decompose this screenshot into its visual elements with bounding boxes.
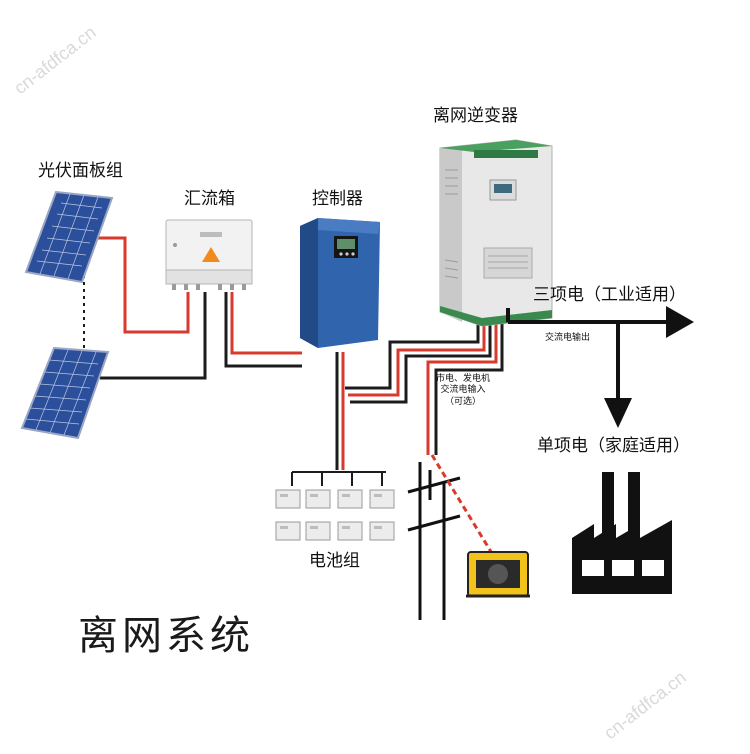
generator (466, 551, 530, 598)
label-controller: 控制器 (312, 189, 363, 209)
three-phase-arrow (506, 306, 694, 338)
controller-unit (300, 218, 380, 348)
solar-panel-1 (24, 190, 114, 284)
watermark-bottom: cn-afdfca.cn (600, 667, 690, 743)
wiring (83, 236, 504, 486)
single-phase-arrow (604, 322, 632, 428)
combiner-box (165, 219, 253, 290)
label-single-phase: 单项电（家庭适用） (537, 436, 690, 456)
wire-combiner-controller-red (230, 292, 302, 355)
wire-generator-dashed (430, 454, 498, 561)
label-battery-bank: 电池组 (309, 551, 360, 571)
wire-inverter-grid-red (426, 318, 498, 455)
label-combiner-box: 汇流箱 (184, 189, 235, 209)
label-solar-panels: 光伏面板组 (38, 161, 123, 181)
solar-panel-2 (20, 346, 110, 440)
label-grid-generator-line-3: （可选） (445, 396, 482, 407)
wire-controller-inverter-red (348, 318, 486, 397)
wire-controller-inverter-black (345, 318, 480, 390)
wire-combiner-controller-black (224, 292, 302, 368)
battery-bank (275, 489, 395, 541)
label-grid-generator-input: 市电、发电机 交流电输入 （可选） (436, 374, 490, 408)
inverter-unit (439, 139, 553, 327)
wire-battery-inverter-black (350, 318, 492, 404)
wire-panel2-black (100, 292, 207, 380)
label-grid-generator-line-1: 市电、发电机 (436, 374, 491, 384)
label-inverter: 离网逆变器 (433, 106, 518, 126)
label-ac-output: 交流电输出 (545, 333, 591, 343)
diagram-title: 离网系统 (78, 613, 254, 659)
factory-icon (572, 472, 672, 594)
label-three-phase: 三项电（工业适用） (533, 285, 686, 305)
wire-inverter-grid-black (434, 318, 504, 455)
battery-row-2 (275, 521, 395, 541)
watermark-top: cn-afdfca.cn (10, 22, 100, 98)
label-grid-generator-line-2: 交流电输入 (440, 385, 486, 396)
utility-pole (407, 462, 461, 620)
wire-panel1-red (90, 236, 190, 334)
battery-row-1 (275, 489, 395, 509)
